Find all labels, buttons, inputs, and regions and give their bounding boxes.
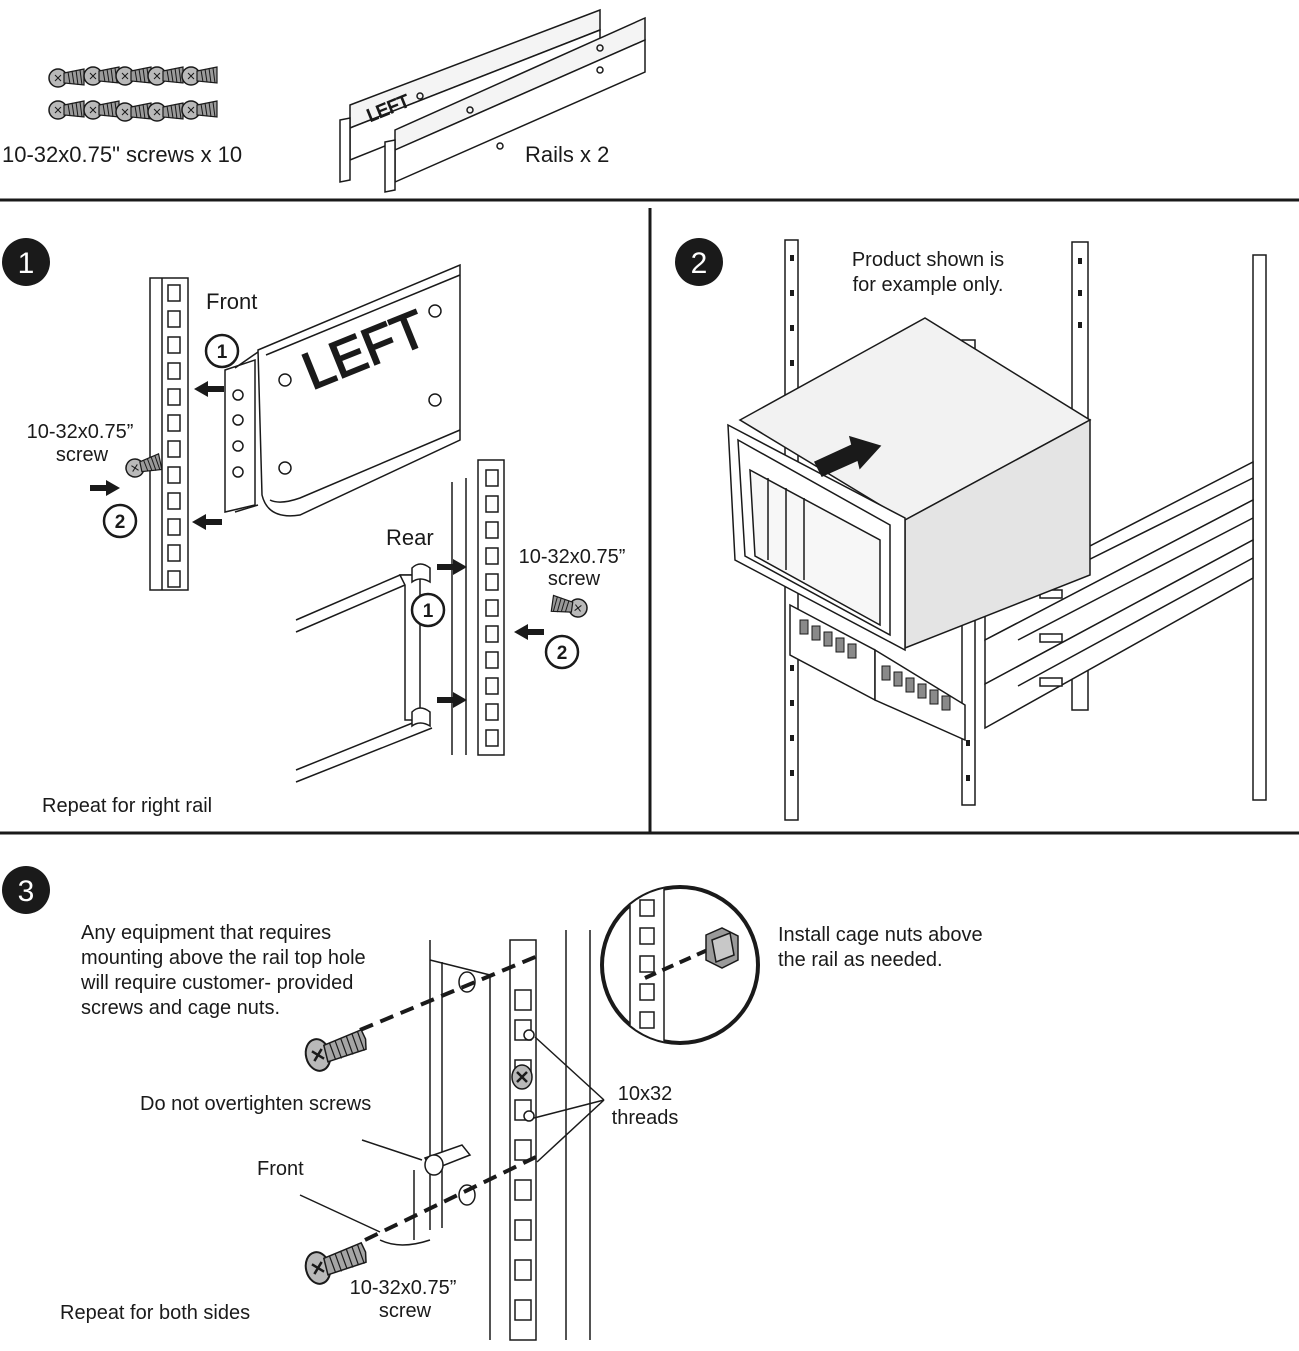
- front-callout-1: [204, 333, 240, 369]
- front-screw-label-line1: 10-32x0.75”: [27, 421, 134, 443]
- step2-number: 2: [691, 247, 708, 280]
- dashed-guides: [359, 953, 541, 1242]
- rails-group: LEFT: [339, 8, 646, 193]
- parts-section: 10-32x0.75" screws x 10 LEFT Rails x 2: [2, 8, 646, 193]
- rear-rack-post: [451, 459, 505, 756]
- step1-panel: 1 LEFT Front 1: [2, 238, 625, 817]
- rear-callout-2: [544, 634, 580, 670]
- arrow-left-rear-icon: [514, 624, 544, 640]
- step3-note-line2: mounting above the rail top hole: [81, 947, 366, 969]
- arrow-right-front-icon: [90, 480, 120, 496]
- step1-number: 1: [18, 247, 35, 280]
- switch-units: [789, 603, 966, 742]
- step3-rack: [299, 930, 591, 1341]
- rear-callout-2-text: 2: [557, 643, 568, 664]
- step3-note: Any equipment that requires mounting abo…: [80, 922, 366, 1019]
- threads-leaders: [533, 1036, 605, 1163]
- threads-label-line2: threads: [612, 1107, 679, 1129]
- rails-label: Rails x 2: [525, 142, 609, 167]
- step3-repeat-note: Repeat for both sides: [60, 1302, 250, 1324]
- step3-screw-label-line2: screw: [379, 1300, 432, 1322]
- overtighten-note: Do not overtighten screws: [140, 1093, 371, 1115]
- front-label: Front: [206, 289, 257, 314]
- step2-note-line2: for example only.: [853, 274, 1004, 296]
- cage-note-line1: Install cage nuts above: [778, 924, 983, 946]
- front-callout-2-text: 2: [115, 512, 126, 533]
- rear-callout-1-text: 1: [423, 601, 434, 622]
- step1-repeat-note: Repeat for right rail: [42, 795, 212, 817]
- rear-screw-label-line2: screw: [548, 568, 601, 590]
- step2-badge: [675, 238, 723, 286]
- rear-label: Rear: [386, 525, 434, 550]
- step3-note-line3: will require customer- provided: [80, 972, 353, 994]
- step2-note-line1: Product shown is: [852, 249, 1004, 271]
- step3-badge: [2, 866, 50, 914]
- upper-screw-icon: [301, 1026, 372, 1075]
- front-rack-post: [149, 277, 189, 591]
- step3-note-line1: Any equipment that requires: [81, 922, 331, 944]
- threads-label-line1: 10x32: [618, 1083, 673, 1105]
- arrow-left-upper-icon: [194, 381, 224, 397]
- step3-panel: 3 Any equipment that requires mounting a…: [2, 866, 983, 1341]
- product-box: [727, 317, 1092, 652]
- installed-screw-cross: [516, 1071, 528, 1083]
- screws-label: 10-32x0.75" screws x 10: [2, 142, 242, 167]
- step1-badge: [2, 238, 50, 286]
- front-callout-2: [102, 503, 138, 539]
- cage-nut-inset: [600, 885, 760, 1045]
- step3-front-label: Front: [257, 1158, 304, 1180]
- screws-group: [48, 66, 218, 122]
- rear-screw-label-line1: 10-32x0.75”: [519, 546, 626, 568]
- front-callout-1-text: 1: [217, 342, 228, 363]
- step2-panel: 2 Product shown is for example only.: [675, 238, 1267, 821]
- insert-arrow-icon: [813, 435, 882, 477]
- step3-number: 3: [18, 875, 35, 908]
- arrow-left-lower-icon: [192, 514, 222, 530]
- step3-screw-label-line1: 10-32x0.75”: [350, 1277, 457, 1299]
- rear-callout-1: [410, 592, 446, 628]
- cage-note-line2: the rail as needed.: [778, 949, 943, 971]
- step3-note-line4: screws and cage nuts.: [81, 997, 280, 1019]
- front-screw-label-line2: screw: [56, 444, 109, 466]
- rear-rail: [295, 563, 433, 783]
- front-rail: [224, 263, 461, 517]
- rear-screw-icon: [550, 594, 589, 619]
